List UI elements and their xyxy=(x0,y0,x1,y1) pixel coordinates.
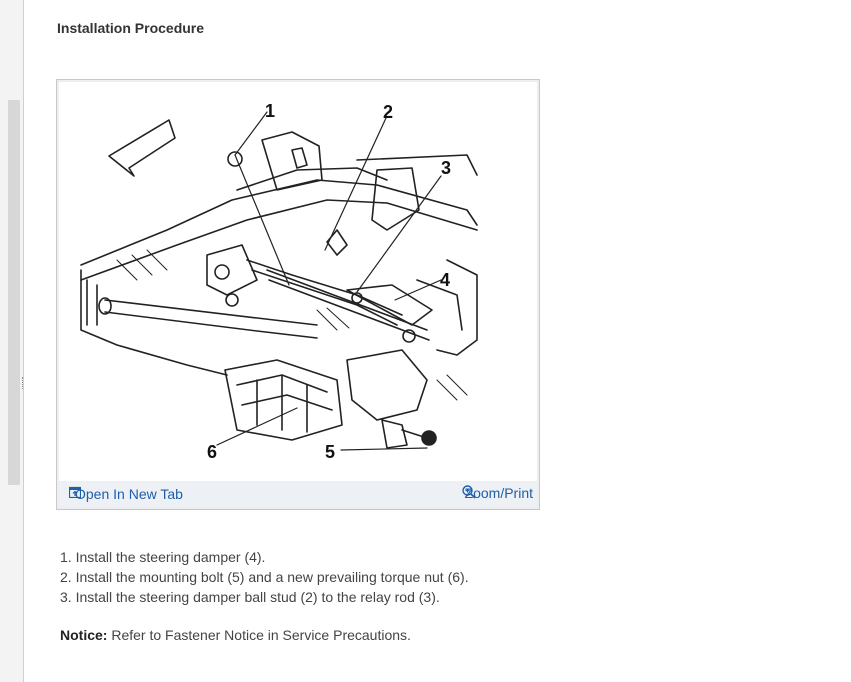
step-number: 1. xyxy=(60,549,72,565)
step-item: 2. Install the mounting bolt (5) and a n… xyxy=(60,567,469,587)
callout-5: 5 xyxy=(325,442,335,462)
callout-6: 6 xyxy=(207,442,217,462)
left-rail xyxy=(0,0,24,682)
steering-damper-diagram: 1 2 3 4 5 6 xyxy=(80,101,478,462)
step-number: 2. xyxy=(60,569,72,585)
step-number: 3. xyxy=(60,589,72,605)
figure-panel: 1 2 3 4 5 6 Open In New Tab Zoom/Print xyxy=(56,79,540,510)
step-text: Install the steering damper ball stud (2… xyxy=(75,589,440,605)
open-new-tab-link[interactable]: Open In New Tab xyxy=(69,486,183,502)
procedure-steps: 1. Install the steering damper (4). 2. I… xyxy=(60,547,469,607)
step-text: Install the steering damper (4). xyxy=(75,549,266,565)
zoom-print-link[interactable]: Zoom/Print xyxy=(461,485,533,501)
section-heading: Installation Procedure xyxy=(57,20,205,36)
step-item: 3. Install the steering damper ball stud… xyxy=(60,587,469,607)
direction-arrow xyxy=(108,119,176,177)
step-item: 1. Install the steering damper (4). xyxy=(60,547,469,567)
open-new-tab-label: Open In New Tab xyxy=(75,486,183,502)
notice: Notice: Refer to Fastener Notice in Serv… xyxy=(60,627,411,643)
zoom-print-label: Zoom/Print xyxy=(464,485,533,501)
step-text: Install the mounting bolt (5) and a new … xyxy=(75,569,469,585)
resize-grip[interactable] xyxy=(22,377,25,389)
callout-3: 3 xyxy=(441,158,451,178)
callout-1: 1 xyxy=(265,101,275,121)
callout-4: 4 xyxy=(440,270,450,290)
callout-2: 2 xyxy=(383,102,393,122)
notice-label: Notice: xyxy=(60,627,108,643)
scrollbar-thumb[interactable] xyxy=(8,100,20,485)
notice-text: Refer to Fastener Notice in Service Prec… xyxy=(111,627,411,643)
figure-toolbar: Open In New Tab Zoom/Print xyxy=(59,481,537,507)
